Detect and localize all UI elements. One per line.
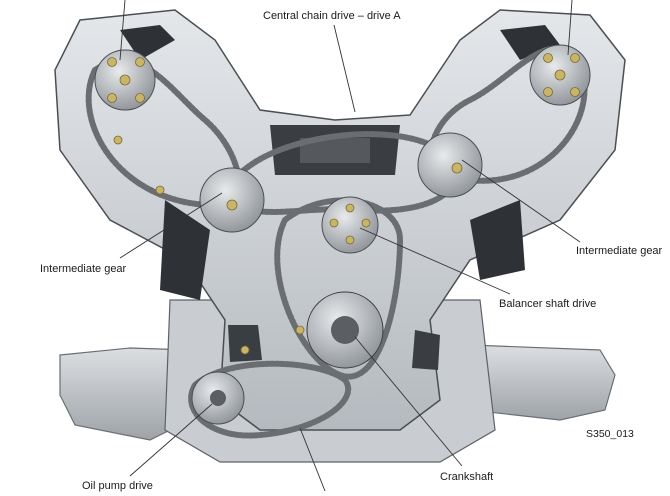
label-oil-pump-drive: Oil pump drive (82, 480, 153, 492)
leader-top-right (567, 0, 573, 56)
leader-crankshaft (354, 336, 463, 467)
label-intermediate-gear-left: Intermediate gear (40, 263, 127, 275)
leader-top-left (119, 0, 126, 61)
label-crankshaft: Crankshaft (440, 471, 494, 483)
label-central-chain-drive: Central chain drive – drive A (263, 10, 401, 22)
leader-oil-pump (129, 403, 213, 477)
leader-intermediate-right (461, 159, 581, 243)
label-balancer-shaft-drive: Balancer shaft drive (499, 298, 597, 310)
chain-oil-pump-drive (188, 360, 352, 439)
bolts (107, 53, 580, 355)
leader-lower-chain (299, 427, 326, 492)
leader-central-chain (333, 24, 356, 113)
leader-lines (119, 0, 581, 492)
figure-code: S350_013 (586, 428, 634, 440)
leader-intermediate-left (119, 192, 223, 259)
label-intermediate-gear-right: Intermediate gear (576, 245, 663, 257)
leader-balancer (359, 227, 511, 295)
